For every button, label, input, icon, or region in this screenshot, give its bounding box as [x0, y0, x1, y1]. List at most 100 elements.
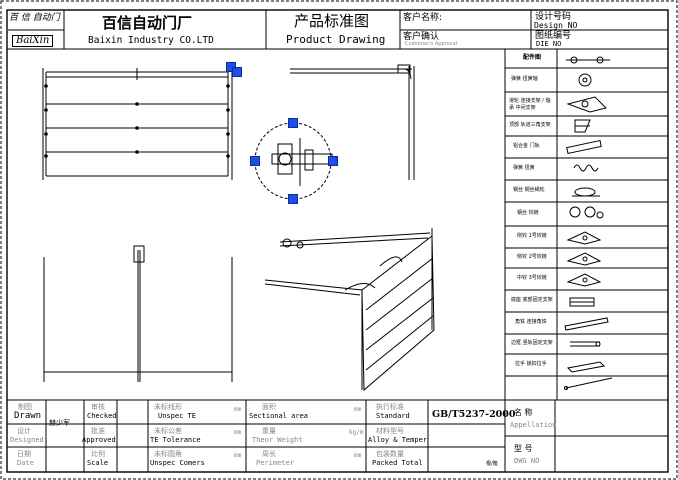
- pack-en: Packed Total: [372, 459, 423, 467]
- parts-icons: [564, 56, 613, 390]
- company-name-en: Baixin Industry CO.LTD: [88, 35, 214, 46]
- perimeter-unit: mm: [354, 452, 362, 459]
- customer-confirm-label: 客户确认: [403, 32, 440, 42]
- unit-mm: mm: [234, 429, 242, 436]
- designed-en: Designed: [10, 436, 44, 444]
- designed-cn: 设计: [17, 427, 31, 435]
- parts-header: 配件图: [523, 54, 542, 61]
- standard-cn: 执行标准: [376, 403, 404, 411]
- drawing-frame: [6, 9, 669, 473]
- selection-handle-w[interactable]: [250, 156, 260, 166]
- handle-icon: [566, 361, 606, 373]
- drawing-no-cn: 图纸编号: [535, 31, 572, 41]
- customer-confirm-sub: Customer's Approval: [405, 41, 458, 47]
- bottom-bracket-icon: [569, 297, 595, 307]
- approved-en: Approved: [82, 436, 116, 444]
- hinge1-icon: [566, 231, 602, 245]
- perimeter-cn: 周长: [262, 450, 276, 458]
- hinge3-icon: [566, 273, 602, 287]
- name-en: Appellation: [510, 421, 557, 429]
- checked-cn: 审核: [91, 403, 105, 411]
- door-side-view: [290, 64, 415, 180]
- pack-cn: 包装数量: [376, 450, 404, 458]
- standard-value: GB/T5237-2000: [432, 409, 516, 420]
- shaft-icon: [566, 56, 610, 64]
- spring-icon: [573, 164, 599, 172]
- angle-iron-icon: [564, 317, 609, 331]
- part-label: 铝合金 门轨: [513, 143, 540, 149]
- scale-cn: 比例: [91, 450, 105, 458]
- unspec-te-en: Unspec TE: [158, 412, 196, 420]
- triangle-bracket-icon: [574, 119, 591, 133]
- part-label: 底座 底部固定支架: [511, 297, 553, 303]
- unspec-te-cn: 未标线形: [154, 403, 182, 411]
- door-track-view: [43, 245, 233, 382]
- name-cn: 名 称: [514, 408, 533, 417]
- material-en: Alloy & Temper: [368, 436, 428, 444]
- selection-handle-top2[interactable]: [232, 67, 242, 77]
- model-cn: 型 号: [514, 444, 533, 453]
- hinge2-icon: [566, 252, 602, 266]
- standard-en: Standard: [376, 412, 410, 420]
- drawn-en: Drawn: [14, 411, 42, 421]
- spring-shaft-icon: [578, 73, 592, 87]
- logo-sub: BaiXin: [12, 35, 54, 47]
- title-block-lines: [7, 10, 668, 50]
- door-isometric-view: [264, 228, 435, 392]
- drawn-by: 赫少军: [49, 419, 70, 427]
- selection-handle-e[interactable]: [328, 156, 338, 166]
- rail-bracket-icon: [570, 341, 601, 347]
- cable-drum-icon: [572, 187, 600, 197]
- part-label: 弹簧 扭簧轴: [511, 76, 538, 82]
- company-name-cn: 百信自动门厂: [102, 14, 193, 32]
- material-cn: 材料型号: [376, 427, 404, 435]
- unspec-corner-en: Unspec Comers: [150, 459, 205, 467]
- pack-unit: 根/箱: [486, 461, 498, 467]
- unit-mm: mm: [234, 452, 242, 459]
- selection-handle-n[interactable]: [288, 118, 298, 128]
- part-label: 侧铰 2号铰链: [517, 254, 547, 260]
- weight-en: Theor Weight: [252, 436, 303, 444]
- selection-handle-s[interactable]: [288, 194, 298, 204]
- part-label: 拉手 锁扣拉手: [515, 361, 547, 367]
- checked-en: Checked: [87, 412, 117, 420]
- weight-unit: kg/m: [349, 429, 364, 436]
- part-label: 钢丝 钢丝绳轮: [513, 187, 545, 193]
- shaft-detail-view: [254, 122, 333, 200]
- weight-cn: 重量: [262, 427, 276, 435]
- design-no-en: Design NO: [534, 21, 578, 30]
- part-label: 钢丝 铰链: [517, 210, 539, 216]
- part-label: 滑轮 连接支架 / 轴承 中间支架: [509, 98, 551, 111]
- drawing-title-cn: 产品标准图: [294, 12, 370, 30]
- rod-icon: [564, 377, 613, 390]
- drawn-cn: 制图: [18, 403, 32, 411]
- approved-cn: 批准: [91, 427, 105, 435]
- door-front-view: [42, 68, 233, 180]
- bottom-block-lines: [7, 399, 668, 472]
- te-tol-en: TE Tolerance: [150, 436, 201, 444]
- part-label: 顶部 轨道三角支架: [509, 122, 551, 128]
- area-cn: 面积: [262, 403, 276, 411]
- track-icon: [566, 139, 602, 155]
- area-unit: mm: [354, 406, 362, 413]
- hinge-group-icon: [569, 206, 604, 219]
- roller-bracket-icon: [566, 96, 607, 113]
- parts-table-lines: [504, 49, 668, 400]
- part-label: 弹簧 扭簧: [513, 165, 535, 171]
- customer-label: 客户名称:: [403, 13, 443, 23]
- part-label: 中铰 3号铰链: [517, 275, 547, 281]
- date-en: Date: [17, 459, 34, 467]
- te-tol-cn: 未标公差: [154, 427, 182, 435]
- drawing-title-en: Product Drawing: [286, 33, 386, 46]
- scale-en: Scale: [87, 459, 109, 467]
- design-no-cn: 设计号码: [535, 12, 572, 22]
- part-label: 侧铰 1号铰链: [517, 233, 547, 239]
- unspec-corner-cn: 未标圆角: [154, 450, 182, 458]
- model-en: DWG NO: [514, 457, 540, 465]
- unit-mm: mm: [234, 406, 242, 413]
- logo-text: 百 信 自动门: [9, 13, 60, 23]
- drawing-no-en: DIE NO: [536, 40, 562, 48]
- area-en: Sectional area: [249, 412, 309, 420]
